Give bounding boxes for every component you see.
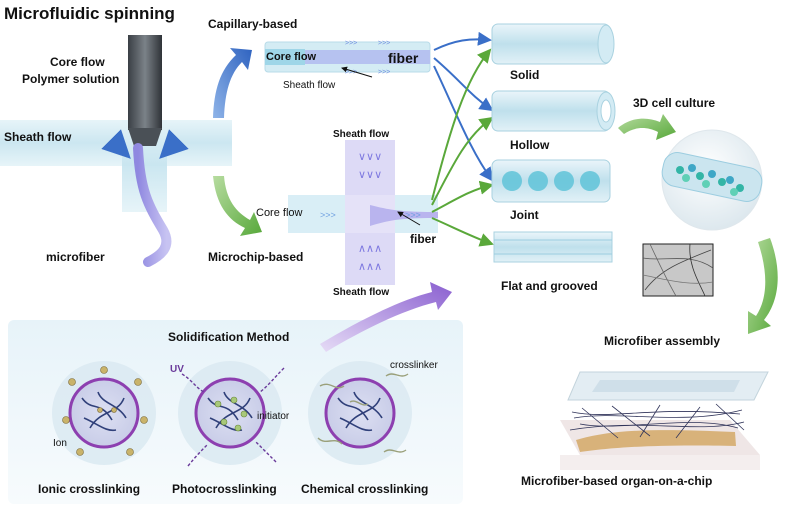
sphere-photo [178, 361, 285, 467]
shape-joint [491, 159, 611, 203]
shape-flat-label: Flat and grooved [501, 279, 598, 293]
method-chemical-label: Chemical crosslinking [301, 482, 429, 496]
arrow-to-culture [618, 114, 676, 140]
core-flow-label: Core flow [50, 55, 105, 69]
sheath-flow-label-left: Sheath flow [4, 130, 72, 144]
shape-hollow-label: Hollow [510, 138, 550, 152]
svg-text:>>>: >>> [345, 69, 357, 76]
capillary-device: >>> >>> >>> >>> [264, 40, 431, 78]
cell-culture-sphere [661, 129, 763, 231]
microchip-fiber-label: fiber [410, 232, 437, 246]
capillary-core-flow-label: Core flow [266, 51, 317, 63]
arrow-to-microchip [213, 176, 262, 236]
svg-text:∨∨∨: ∨∨∨ [358, 151, 382, 163]
arrow-to-shapes [320, 282, 452, 352]
crosslinker-label: crosslinker [390, 360, 438, 371]
microfiber-label: microfiber [46, 250, 105, 264]
cell-culture-label: 3D cell culture [633, 96, 716, 110]
assembly-label: Microfiber assembly [604, 334, 721, 348]
sphere-ionic [52, 361, 156, 465]
uv-label: UV [170, 364, 184, 375]
svg-text:>>>: >>> [345, 40, 357, 47]
initiator-label: initiator [257, 411, 290, 422]
svg-text:∧∧∧: ∧∧∧ [358, 261, 382, 273]
svg-text:>>>: >>> [378, 40, 390, 47]
microchip-sheath-bottom-label: Sheath flow [333, 287, 390, 298]
method-ionic-label: Ionic crosslinking [38, 482, 141, 496]
needle-junction [0, 35, 232, 267]
capillary-sheath-flow-label: Sheath flow [283, 80, 336, 91]
method-photo-label: Photocrosslinking [172, 482, 277, 496]
polymer-solution-label: Polymer solution [22, 72, 120, 86]
svg-text:∧∧∧: ∧∧∧ [358, 243, 382, 255]
microchip-sheath-top-label: Sheath flow [333, 129, 390, 140]
shape-solid [491, 23, 615, 65]
capillary-fiber-label: fiber [388, 50, 419, 66]
organ-chip-label: Microfiber-based organ-on-a-chip [521, 474, 713, 488]
ion-label: Ion [53, 438, 67, 449]
microchip-label: Microchip-based [208, 250, 304, 264]
svg-text:>>>: >>> [378, 69, 390, 76]
svg-text:>>>: >>> [405, 210, 421, 220]
arrow-to-assembly [748, 238, 778, 334]
microchip-device: ∨∨∨ ∨∨∨ ∧∧∧ ∧∧∧ >>> >>> [288, 140, 438, 285]
svg-text:∨∨∨: ∨∨∨ [358, 169, 382, 181]
sphere-chemical [308, 361, 412, 465]
shape-solid-label: Solid [510, 68, 540, 82]
fan-arrows [431, 31, 494, 247]
diagram-title: Microfluidic spinning [4, 4, 175, 23]
microscopy-image [642, 243, 714, 297]
shape-flat-grooved [493, 231, 613, 263]
svg-text:>>>: >>> [320, 210, 336, 220]
solidification-title: Solidification Method [168, 330, 290, 344]
shape-joint-label: Joint [510, 208, 539, 222]
shape-hollow [491, 90, 616, 132]
organ-chip [560, 371, 769, 470]
microchip-core-flow-label: Core flow [256, 207, 303, 219]
arrow-to-capillary [213, 48, 252, 118]
capillary-label: Capillary-based [208, 17, 298, 31]
